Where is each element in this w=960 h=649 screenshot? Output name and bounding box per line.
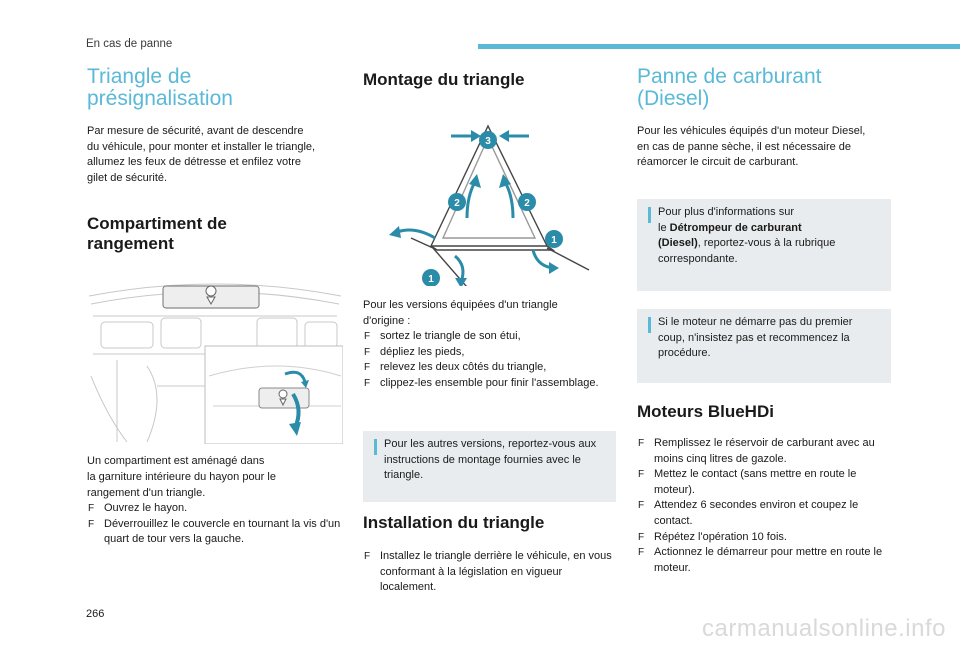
- assembly-intro-line: d'origine :: [363, 314, 411, 327]
- column-triangle-assembly: Montage du triangle: [363, 66, 616, 392]
- intro-line: du véhicule, pour monter et installer le…: [87, 140, 316, 153]
- note-bold: Détrompeur de carburant: [669, 221, 802, 234]
- note-line: , reportez-vous à la rubrique: [697, 237, 836, 250]
- note-bold: (Diesel): [658, 237, 698, 250]
- title-triangle: Triangle de présignalisation: [87, 66, 343, 110]
- arrow-unfold-left-icon: [389, 226, 436, 240]
- arrow-press-left-icon: [451, 130, 481, 142]
- install-step: Installez le triangle derrière le véhicu…: [363, 549, 616, 596]
- title-storage: Compartiment de rangement: [87, 214, 343, 254]
- title-fuel-line1: Panne de carburant: [637, 65, 822, 88]
- triangle-intro: Par mesure de sécurité, avant de descend…: [87, 124, 343, 186]
- note-other-versions: Pour les autres versions, reportez-vous …: [363, 431, 616, 502]
- arrow-press-right-icon: [499, 130, 529, 142]
- title-assembly: Montage du triangle: [363, 70, 525, 89]
- step-badge-2-left: 2: [448, 193, 466, 211]
- note-mark-icon: [648, 317, 651, 333]
- fuel-intro: Pour les véhicules équipés d'un moteur D…: [637, 124, 891, 171]
- rotate-arrow-icon: [284, 371, 307, 383]
- title-triangle-line2: présignalisation: [87, 87, 233, 110]
- triangle-assembly-diagram: 3 2 2 1 1: [389, 124, 590, 286]
- note-line: correspondante.: [658, 252, 738, 265]
- badge-label: 2: [524, 198, 530, 209]
- storage-text-line: Un compartiment est aménagé dans: [87, 455, 265, 468]
- install-section: Installation du triangle Installez le tr…: [363, 513, 616, 596]
- fuel-intro-line: en cas de panne sèche, il est nécessaire…: [637, 140, 852, 153]
- header-accent-bar: [478, 44, 960, 49]
- column-triangle-storage: Triangle de présignalisation Par mesure …: [87, 66, 343, 548]
- badge-label: 3: [485, 136, 491, 147]
- storage-step: Ouvrez le hayon.: [87, 501, 343, 517]
- intro-line: gilet de sécurité.: [87, 171, 168, 184]
- bluehdi-step: Actionnez le démarreur pour mettre en ro…: [637, 545, 891, 576]
- bluehdi-step: Remplissez le réservoir de carburant ave…: [637, 436, 891, 467]
- step-badge-3: 3: [479, 131, 497, 149]
- badge-label: 1: [428, 274, 434, 285]
- note-mark-icon: [648, 207, 651, 223]
- note-engine-start: Si le moteur ne démarre pas du premier c…: [637, 309, 891, 383]
- title-fuel: Panne de carburant (Diesel): [637, 66, 891, 110]
- note-line: le: [658, 221, 670, 234]
- fuel-intro-line: Pour les véhicules équipés d'un moteur D…: [637, 125, 866, 137]
- storage-text: Un compartiment est aménagé dans la garn…: [87, 454, 343, 501]
- page-number: 266: [86, 608, 105, 620]
- step-badge-2-right: 2: [518, 193, 536, 211]
- intro-line: allumez les feux de détresse et enfilez …: [87, 156, 302, 169]
- assembly-step: dépliez les pieds,: [363, 345, 616, 361]
- arrow-raise-right-icon: [499, 174, 515, 219]
- bluehdi-step: Répétez l'opération 10 fois.: [637, 530, 891, 546]
- storage-text-line: la garniture intérieure du hayon pour le: [87, 470, 276, 483]
- title-storage-line2: rangement: [87, 234, 174, 254]
- title-storage-line1: Compartiment de: [87, 214, 227, 234]
- step-badge-1-left: 1: [422, 269, 440, 286]
- assembly-intro: Pour les versions équipées d'un triangle…: [363, 298, 616, 329]
- step-badge-1-right: 1: [545, 230, 563, 248]
- zoom-inset: [204, 345, 343, 445]
- hatch-cover-top: [162, 285, 260, 309]
- note-text: Pour plus d'informations sur le Détrompe…: [658, 205, 881, 267]
- badge-label: 1: [551, 235, 557, 246]
- title-fuel-line2: (Diesel): [637, 87, 710, 110]
- arrow-raise-left-icon: [465, 174, 481, 219]
- column-fuel: Panne de carburant (Diesel) Pour les véh…: [637, 66, 891, 171]
- assembly-intro-line: Pour les versions équipées d'un triangle: [363, 299, 558, 311]
- title-install: Installation du triangle: [363, 513, 545, 532]
- title-triangle-line1: Triangle de: [87, 65, 192, 88]
- bluehdi-step: Mettez le contact (sans mettre en route …: [637, 467, 891, 498]
- badge-label: 2: [454, 198, 460, 209]
- assembly-step: relevez les deux côtés du triangle,: [363, 360, 616, 376]
- arrow-unfold-down-icon: [453, 254, 467, 286]
- storage-compartment-illustration: [88, 283, 343, 445]
- section-header: En cas de panne: [86, 38, 173, 50]
- note-text: Pour les autres versions, reportez-vous …: [384, 438, 597, 482]
- intro-line: Par mesure de sécurité, avant de descend…: [87, 125, 304, 137]
- storage-text-line: rangement d'un triangle.: [87, 486, 206, 499]
- assembly-step: clippez-les ensemble pour finir l'assemb…: [363, 376, 616, 392]
- fuel-intro-line: réamorcer le circuit de carburant.: [637, 156, 799, 169]
- note-fuel-misfill: Pour plus d'informations sur le Détrompe…: [637, 199, 891, 291]
- note-mark-icon: [374, 439, 377, 455]
- rotate-arrow-icon: [301, 380, 309, 389]
- assembly-step: sortez le triangle de son étui,: [363, 329, 616, 345]
- site-watermark: carmanualsonline.info: [702, 615, 946, 642]
- note-line: Pour plus d'informations sur: [658, 206, 794, 218]
- bluehdi-section: Moteurs BlueHDi Remplissez le réservoir …: [637, 402, 891, 576]
- pull-arrow-icon: [289, 422, 301, 437]
- arrow-unfold-right-icon: [531, 249, 559, 274]
- title-bluehdi: Moteurs BlueHDi: [637, 402, 774, 421]
- note-text: Si le moteur ne démarre pas du premier c…: [658, 316, 853, 360]
- storage-step: Déverrouillez le couvercle en tournant l…: [87, 517, 343, 548]
- bluehdi-step: Attendez 6 secondes environ et coupez le…: [637, 498, 891, 529]
